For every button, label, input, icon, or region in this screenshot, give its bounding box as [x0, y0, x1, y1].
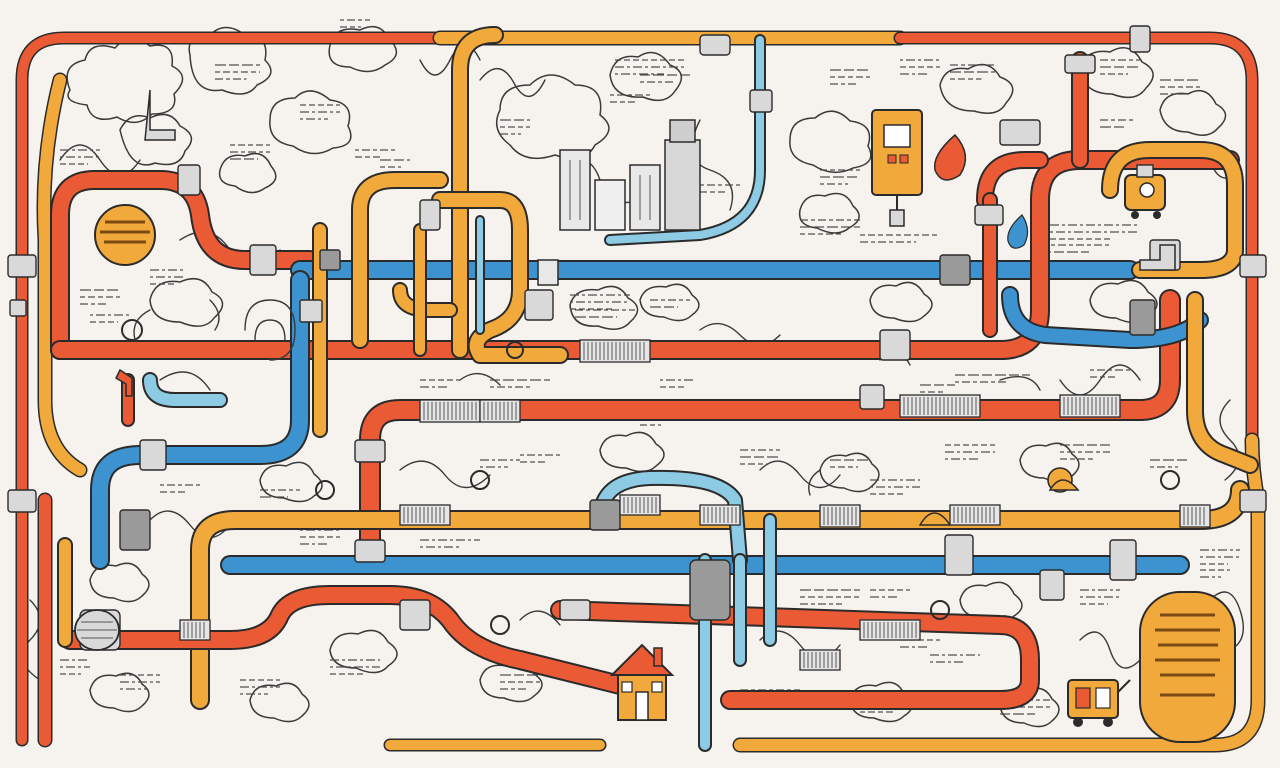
radiator-grille [859, 619, 921, 641]
drop-icon [1007, 214, 1029, 249]
cart-icon [1067, 679, 1131, 727]
faucet-icon [115, 89, 1176, 397]
tank-icon [74, 609, 120, 651]
pipe-risers [57, 26, 1259, 752]
label-scribbles [60, 19, 1240, 715]
radiator-grilles [179, 339, 1211, 671]
coil-doodles [133, 299, 821, 496]
dome-icon [1048, 479, 1080, 491]
radiator-grille [419, 399, 481, 423]
badge-placard-bottom-right [1139, 591, 1236, 743]
flame-icon [933, 133, 967, 181]
water-heater-icon [871, 109, 923, 227]
pump-icon [1124, 164, 1166, 219]
house-icon [609, 643, 675, 721]
badge-circle-top-left [94, 204, 156, 266]
factory-icon [559, 119, 701, 231]
radiator-grille [1059, 394, 1121, 418]
dome-icon [918, 512, 952, 526]
